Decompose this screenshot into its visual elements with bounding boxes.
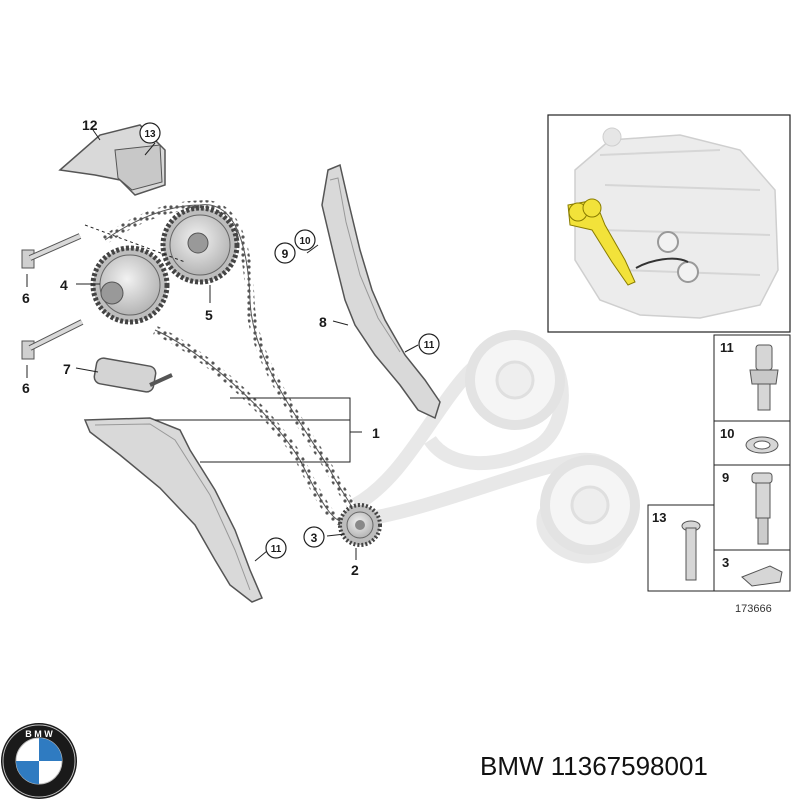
svg-text:11: 11 [424,340,435,351]
callout-7: 7 [63,361,71,377]
inset-reference-number: 173666 [735,603,772,615]
part-number-caption: BMW 11367598001 [480,751,708,781]
parts-legend [647,334,791,592]
bmw-logo: B M W [1,723,77,799]
svg-text:9: 9 [282,247,289,261]
ghost-drive-assembly [351,330,640,564]
engine-inset [547,114,791,333]
part-12-bracket [58,124,166,196]
callout-2: 2 [351,562,359,578]
leader-lines [26,129,419,562]
legend-num-10: 10 [720,426,734,441]
callout-6-lower: 6 [22,380,30,396]
part-8-guide-rail [321,163,441,420]
legend-key-3 [741,565,783,587]
crank-sprocket-2 [338,503,382,547]
legend-stud-11 [749,344,779,411]
callout-5: 5 [205,307,213,323]
legend-washer-10 [745,436,779,454]
callout-3: 3 [303,526,325,548]
legend-bolt-9 [751,472,773,545]
part-7-tensioner [93,357,173,393]
bmw-logo-letters: B M W [25,729,53,739]
callout-11-rail: 11 [265,537,287,559]
callout-1: 1 [372,425,380,441]
callout-8: 8 [319,314,327,330]
callout-13: 13 [139,122,161,144]
svg-text:13: 13 [144,129,156,140]
legend-num-11: 11 [720,340,734,355]
timing-chain [102,200,358,527]
legend-num-9: 9 [722,470,729,485]
legend-bolt-13 [681,520,701,581]
callout-6-upper: 6 [22,290,30,306]
sprocket-4 [90,245,170,325]
bolt-6-lower [21,319,84,360]
callout-9: 9 [274,242,296,264]
legend-num-3: 3 [722,555,729,570]
callout-10: 10 [294,229,316,251]
callout-4: 4 [60,277,68,293]
svg-text:3: 3 [311,531,318,545]
callout-11-guide: 11 [418,333,440,355]
svg-text:11: 11 [271,544,282,555]
sprocket-5 [160,205,240,285]
callout-12: 12 [82,117,98,133]
part-1-tensioner-rail [83,417,263,603]
svg-text:10: 10 [299,236,311,247]
bolt-6-upper [21,233,82,269]
legend-num-13: 13 [652,510,666,525]
